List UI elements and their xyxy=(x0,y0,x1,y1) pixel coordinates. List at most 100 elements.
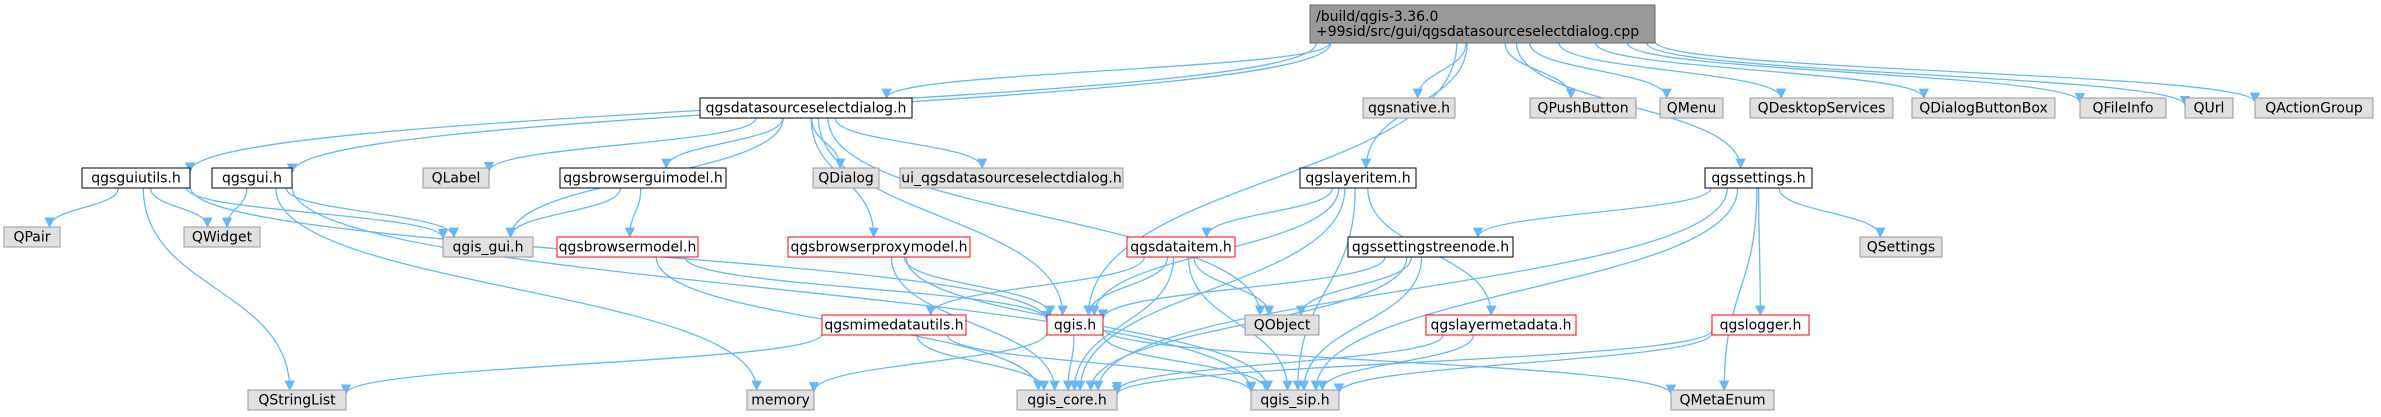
node-qgslayermetadata_h[interactable]: qgslayermetadata.h xyxy=(1425,314,1577,336)
node-qgslogger_h[interactable]: qgslogger.h xyxy=(1711,314,1810,336)
node-label-qgis_gui_h: qgis_gui.h xyxy=(453,240,524,256)
node-box-qgslayermetadata_h xyxy=(1425,314,1577,336)
edge-qgsgui_h-to-memory xyxy=(275,187,762,392)
node-box-qgsmimedatautils_h xyxy=(821,314,967,336)
edge-qgssettings_h-to-QMetaEnum xyxy=(1718,187,1758,392)
edge-qgsdataitem_h-to-qgis_sip_h xyxy=(1187,256,1293,392)
edge-qgslayermetadata_h-to-qgis_core_h xyxy=(1111,334,1444,393)
node-label-qgis_sip_h: qgis_sip.h xyxy=(1260,393,1329,409)
node-layer: /build/qgis-3.36.0+99sid/src/gui/qgsdata… xyxy=(3,4,2374,411)
node-QDialog: QDialog xyxy=(812,167,880,189)
node-qgslayeritem_h[interactable]: qgslayeritem.h xyxy=(1299,167,1417,189)
node-label-qgsguiutils_h: qgsguiutils.h xyxy=(91,171,180,187)
node-label-qgis_h: qgis.h xyxy=(1054,318,1096,334)
edge-qgslayeritem_h-to-qgsdataitem_h xyxy=(1201,187,1333,239)
edge-qgsdatasourceselectdialog_h-to-QLabel xyxy=(483,117,757,173)
node-QMetaEnum: QMetaEnum xyxy=(1670,389,1775,411)
node-qgsguiutils_h[interactable]: qgsguiutils.h xyxy=(81,167,191,189)
node-box-ui_qgsdatasourceselectdialog_h xyxy=(899,167,1124,189)
edge-qgsdatasourceselectdialog_h-to-QDialog xyxy=(811,117,846,170)
node-box-qgsbrowserproxymodel_h xyxy=(787,236,971,258)
node-qgsbrowsermodel_h[interactable]: qgsbrowsermodel.h xyxy=(556,236,699,258)
edge-qgsdatasourceselectdialog_h-to-QObject xyxy=(827,117,1266,317)
node-box-qgsbrowserguimodel_h xyxy=(559,167,727,189)
node-label-QLabel: QLabel xyxy=(432,171,481,187)
node-label-qgsdataitem_h: qgsdataitem.h xyxy=(1130,240,1232,256)
node-qgis_core_h: qgis_core.h xyxy=(1016,389,1118,411)
node-label-QObject: QObject xyxy=(1254,318,1311,334)
edge-root-to-QPushButton xyxy=(1504,42,1577,100)
edge-qgsmimedatautils_h-to-qgis_core_h xyxy=(916,334,1050,392)
node-label-memory: memory xyxy=(751,393,810,409)
node-qgssettings_h[interactable]: qgssettings.h xyxy=(1704,167,1813,189)
edge-qgsmimedatautils_h-to-qgis_sip_h xyxy=(946,334,1257,393)
node-label-qgslayeritem_h: qgslayeritem.h xyxy=(1305,171,1410,187)
node-label-qgsdatasourceselectdialog_h: qgsdatasourceselectdialog.h xyxy=(706,101,907,117)
node-label-QWidget: QWidget xyxy=(192,230,253,246)
node-qgsmimedatautils_h[interactable]: qgsmimedatautils.h xyxy=(821,314,967,336)
node-box-QMenu xyxy=(1659,97,1724,119)
node-box-qgis_gui_h xyxy=(442,236,534,258)
node-box-QFileInfo xyxy=(2079,97,2167,119)
node-label-root: +99sid/src/gui/qgsdatasourceselectdialog… xyxy=(1316,24,1639,40)
edge-root-to-QDesktopServices xyxy=(1558,42,1787,100)
node-label-qgslayermetadata_h: qgslayermetadata.h xyxy=(1430,318,1571,334)
node-label-qgis_core_h: qgis_core.h xyxy=(1027,393,1107,409)
node-box-QLabel xyxy=(422,167,490,189)
edge-qgis_h-to-qgis_sip_h xyxy=(1102,334,1271,392)
edge-qgsbrowserguimodel_h-to-qgsbrowsermodel_h xyxy=(624,187,642,239)
node-qgssettingstreenode_h[interactable]: qgssettingstreenode.h xyxy=(1347,236,1514,258)
node-QPair: QPair xyxy=(3,226,61,248)
edge-qgsdatasourceselectdialog_h-to-qgis_h xyxy=(817,117,1068,317)
node-box-QMetaEnum xyxy=(1670,389,1775,411)
node-label-qgslogger_h: qgslogger.h xyxy=(1720,318,1802,334)
node-qgsbrowserguimodel_h[interactable]: qgsbrowserguimodel.h xyxy=(559,167,727,189)
node-qgis_sip_h: qgis_sip.h xyxy=(1250,389,1340,411)
edge-qgsguiutils_h-to-QPair xyxy=(44,187,120,229)
edge-qgssettingstreenode_h-to-QObject xyxy=(1295,256,1413,317)
edge-qgssettings_h-to-qgis_sip_h xyxy=(1310,187,1739,392)
node-label-QPushButton: QPushButton xyxy=(1537,101,1628,117)
edge-qgslayermetadata_h-to-qgis_sip_h xyxy=(1317,334,1475,392)
node-label-qgsgui_h: qgsgui.h xyxy=(222,171,282,187)
node-qgsdatasourceselectdialog_h[interactable]: qgsdatasourceselectdialog.h xyxy=(699,97,913,119)
node-qgis_h[interactable]: qgis.h xyxy=(1046,314,1104,336)
node-box-qgis_core_h xyxy=(1016,389,1118,411)
edge-qgsbrowserproxymodel_h-to-qgis_core_h xyxy=(890,256,1060,392)
edge-qgsdatasourceselectdialog_h-to-qgsbrowserguimodel_h xyxy=(661,117,784,170)
node-box-qgis_h xyxy=(1046,314,1104,336)
node-label-QMetaEnum: QMetaEnum xyxy=(1679,393,1765,409)
node-qgsgui_h[interactable]: qgsgui.h xyxy=(211,167,293,189)
node-label-QUrl: QUrl xyxy=(2194,101,2225,117)
node-box-QPushButton xyxy=(1529,97,1637,119)
node-box-qgssettings_h xyxy=(1704,167,1813,189)
node-qgsdataitem_h[interactable]: qgsdataitem.h xyxy=(1126,236,1236,258)
edge-qgsbrowsermodel_h-to-qgis_h xyxy=(684,256,1053,322)
node-qgsnative_h: qgsnative.h xyxy=(1362,97,1456,119)
node-qgsbrowserproxymodel_h[interactable]: qgsbrowserproxymodel.h xyxy=(787,236,971,258)
node-QMenu: QMenu xyxy=(1659,97,1724,119)
node-QActionGroup: QActionGroup xyxy=(2254,97,2374,119)
node-box-qgsbrowsermodel_h xyxy=(556,236,699,258)
edge-qgsdataitem_h-to-QObject xyxy=(1193,256,1275,317)
node-box-QDialog xyxy=(812,167,880,189)
node-box-qgsgui_h xyxy=(211,167,293,189)
edge-qgsgui_h-to-qgis_gui_h xyxy=(285,187,459,239)
node-label-root: /build/qgis-3.36.0 xyxy=(1316,9,1438,25)
node-box-qgslayeritem_h xyxy=(1299,167,1417,189)
node-QDialogButtonBox: QDialogButtonBox xyxy=(1911,97,2056,119)
edge-root-to-QMenu xyxy=(1529,42,1672,100)
node-label-QMenu: QMenu xyxy=(1667,101,1716,117)
node-label-qgsbrowserguimodel_h: qgsbrowserguimodel.h xyxy=(563,171,722,187)
edge-qgis_h-to-memory xyxy=(808,331,1048,393)
node-memory: memory xyxy=(746,389,815,411)
edge-qgsdatasourceselectdialog_h-to-ui_qgsdatasourceselectdialog_h xyxy=(834,117,988,170)
node-box-qgssettingstreenode_h xyxy=(1347,236,1514,258)
node-box-qgis_sip_h xyxy=(1250,389,1340,411)
node-root[interactable]: /build/qgis-3.36.0+99sid/src/gui/qgsdata… xyxy=(1309,4,1656,44)
edge-layer xyxy=(44,40,2261,396)
node-label-QDialogButtonBox: QDialogButtonBox xyxy=(1919,101,2048,117)
node-label-qgssettings_h: qgssettings.h xyxy=(1711,171,1805,187)
edge-qgslogger_h-to-qgis_sip_h xyxy=(1333,332,1713,394)
